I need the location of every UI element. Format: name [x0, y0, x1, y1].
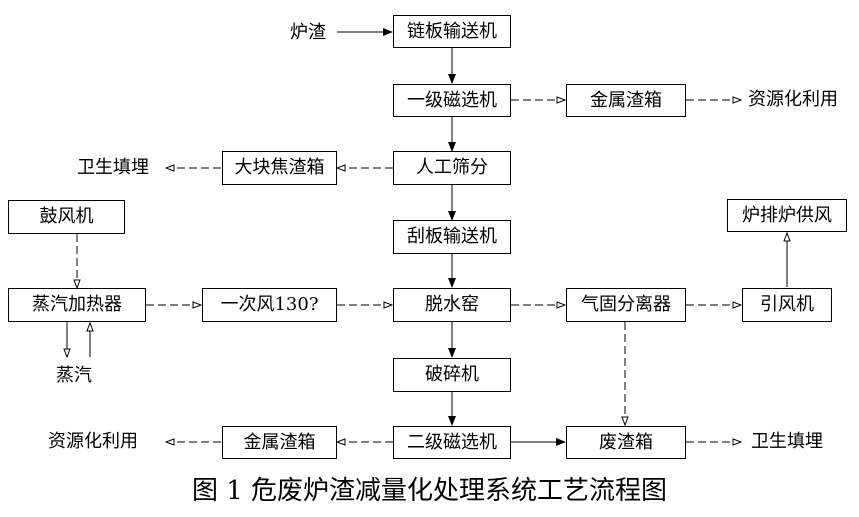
crusher-box: 破碎机: [393, 358, 511, 392]
sanitary-landfill-left-label: 卫生填埋: [77, 157, 149, 178]
secondary-magnetic-separator-box: 二级磁选机: [393, 426, 511, 459]
scraper-conveyor-box: 刮板输送机: [393, 220, 511, 254]
resource-utilization-bottom-label: 资源化利用: [48, 431, 138, 452]
chain-conveyor-box: 链板输送机: [393, 15, 511, 48]
slag-input-label: 炉渣: [290, 22, 326, 43]
figure-caption: 图 1 危废炉渣减量化处理系统工艺流程图: [191, 476, 668, 506]
dewatering-kiln-box: 脱水窑: [393, 288, 511, 322]
steam-heater-box: 蒸汽加热器: [8, 288, 146, 322]
steam-label: 蒸汽: [56, 365, 92, 386]
primary-air-box: 一次风130?: [202, 288, 337, 322]
primary-magnetic-separator-box: 一级磁选机: [393, 84, 511, 117]
resource-utilization-top-label: 资源化利用: [748, 89, 838, 110]
induced-draft-fan-box: 引风机: [742, 288, 832, 322]
sanitary-landfill-right-label: 卫生填埋: [751, 431, 823, 452]
gas-solid-separator-box: 气固分离器: [566, 288, 686, 322]
blower-box: 鼓风机: [8, 200, 125, 234]
waste-slag-box: 废渣箱: [566, 426, 686, 459]
manual-screening-box: 人工筛分: [393, 151, 511, 185]
metal-slag-box-top: 金属渣箱: [566, 84, 686, 117]
grate-air-supply-box: 炉排炉供风: [727, 199, 847, 232]
large-coke-slag-box: 大块焦渣箱: [222, 151, 337, 185]
metal-slag-box-bottom: 金属渣箱: [222, 426, 337, 459]
